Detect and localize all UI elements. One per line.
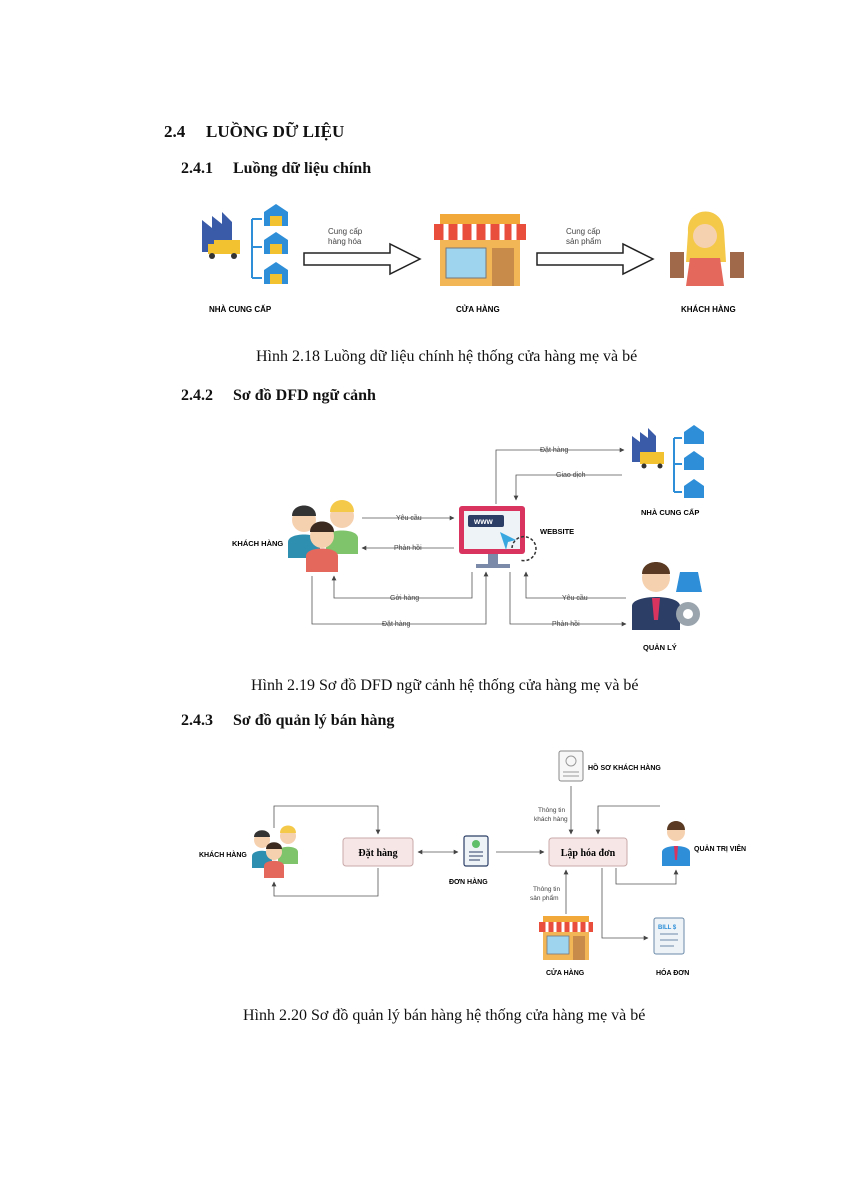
arrow1-label-line1: Cung cấp: [328, 227, 363, 236]
flow-order-to-customer: [271, 868, 379, 897]
section-title: Luồng dữ liệu chính: [233, 160, 372, 177]
flow-admin-to-invoice: [595, 805, 660, 835]
flow-arrow-supply-products: [536, 242, 655, 276]
customer-label: KHÁCH HÀNG: [681, 305, 736, 314]
customer-group-icon: [288, 500, 358, 572]
supplier-label: NHÀ CUNG CẤP: [641, 507, 699, 517]
process-invoice: [548, 837, 628, 867]
figure-sales-management: Đặt hàng Lập hóa đơn BILL $: [199, 750, 746, 977]
section-number: 2.4.2: [181, 387, 213, 404]
section-title: Sơ đồ quản lý bán hàng: [233, 712, 395, 729]
flow-manager-request: [523, 571, 626, 599]
section-heading-2-4-3: 2.4.3 Sơ đồ quản lý bán hàng: [181, 712, 394, 730]
label-transaction: Giao dịch: [556, 472, 586, 479]
customer-group-icon: [252, 825, 298, 878]
product-info-line2: sản phẩm: [530, 894, 559, 902]
flow-delivery: [331, 572, 473, 599]
figure-caption-2-18: Hình 2.18 Luồng dữ liệu chính hệ thống c…: [256, 348, 638, 365]
section-heading-2-4-2: 2.4.2 Sơ đồ DFD ngữ cảnh: [181, 387, 376, 405]
label-manager-response: Phản hồi: [552, 619, 580, 628]
section-number: 2.4: [164, 122, 186, 141]
flow-arrow-supply-goods: [303, 242, 422, 276]
figure-caption-2-20: Hình 2.20 Sơ đồ quản lý bán hàng hệ thốn…: [243, 1007, 646, 1024]
flow-order-to-supplier: [495, 447, 625, 504]
section-number: 2.4.3: [181, 712, 213, 729]
store-icon: [434, 214, 526, 286]
flow-to-bill: [601, 868, 649, 941]
shopper-icon: [670, 211, 744, 286]
section-heading-2-4: 2.4 LUỒNG DỮ LIỆU: [164, 122, 344, 142]
invoice-process-label: Lập hóa đơn: [561, 848, 616, 859]
manager-label: QUẢN LÝ: [643, 643, 677, 652]
website-icon: [459, 506, 537, 568]
warehouse-icon: [251, 204, 288, 284]
product-info-line1: Thông tin: [533, 886, 560, 893]
section-number: 2.4.1: [181, 160, 213, 177]
label-delivery: Gởi hàng: [390, 594, 419, 602]
arrow2-label-line2: sản phẩm: [566, 237, 601, 246]
flow-customer-to-order: [273, 805, 381, 835]
factory-icon: [632, 428, 664, 469]
supplier-label: NHÀ CUNG CẤP: [209, 304, 272, 314]
warehouse-icon: [673, 425, 704, 498]
customer-info-line1: Thông tin: [538, 807, 565, 814]
customer-label: KHÁCH HÀNG: [199, 850, 247, 859]
flow-transaction: [513, 474, 622, 501]
label-customer-response: Phản hồi: [394, 543, 422, 552]
order-document-icon: [463, 835, 489, 867]
figure-dfd-context: www Đặt hàng Giao dịch Yêu cầu Phản hồi …: [232, 425, 704, 652]
figure-caption-2-19: Hình 2.19 Sơ đồ DFD ngữ cảnh hệ thống cử…: [251, 677, 639, 694]
label-order-supplier: Đặt hàng: [540, 447, 569, 454]
flow-customer-order: [311, 571, 489, 625]
website-label: WEBSITE: [540, 527, 574, 536]
arrow1-label-line2: hàng hóa: [328, 237, 362, 246]
flow-manager-response: [509, 572, 627, 627]
store-icon: [539, 916, 593, 960]
label-manager-request: Yêu cầu: [562, 593, 588, 602]
store-label: CỬA HÀNG: [456, 305, 500, 314]
place-order-label: Đặt hàng: [358, 848, 397, 859]
bill-icon: [653, 917, 685, 955]
invoice-label: HÓA ĐƠN: [656, 968, 689, 977]
customer-label: KHÁCH HÀNG: [232, 539, 283, 548]
label-customer-order: Đặt hàng: [382, 621, 411, 628]
section-heading-2-4-1: 2.4.1 Luồng dữ liệu chính: [181, 160, 371, 178]
customer-profile-icon: [558, 750, 584, 782]
order-label: ĐƠN HÀNG: [449, 877, 488, 886]
label-customer-request: Yêu cầu: [396, 513, 422, 522]
section-title: LUỒNG DỮ LIỆU: [206, 122, 345, 141]
customer-profile-label: HỒ SƠ KHÁCH HÀNG: [588, 762, 661, 772]
section-title: Sơ đồ DFD ngữ cảnh: [233, 387, 376, 404]
admin-icon: [662, 821, 690, 866]
arrow2-label-line1: Cung cấp: [566, 227, 601, 236]
figure-main-data-flow: Cung cấp hàng hóa Cung cấp sản phẩm NHÀ …: [202, 204, 744, 314]
store-label: CỬA HÀNG: [546, 968, 585, 977]
manager-icon: [632, 562, 702, 630]
admin-label: QUẢN TRỊ VIÊN: [694, 844, 746, 853]
bill-text: BILL $: [658, 925, 677, 931]
flow-invoice-to-admin: [615, 868, 679, 885]
customer-info-line2: khách hàng: [534, 816, 568, 823]
www-text: www: [473, 517, 493, 526]
factory-icon: [202, 212, 240, 259]
process-place-order: [342, 837, 414, 867]
